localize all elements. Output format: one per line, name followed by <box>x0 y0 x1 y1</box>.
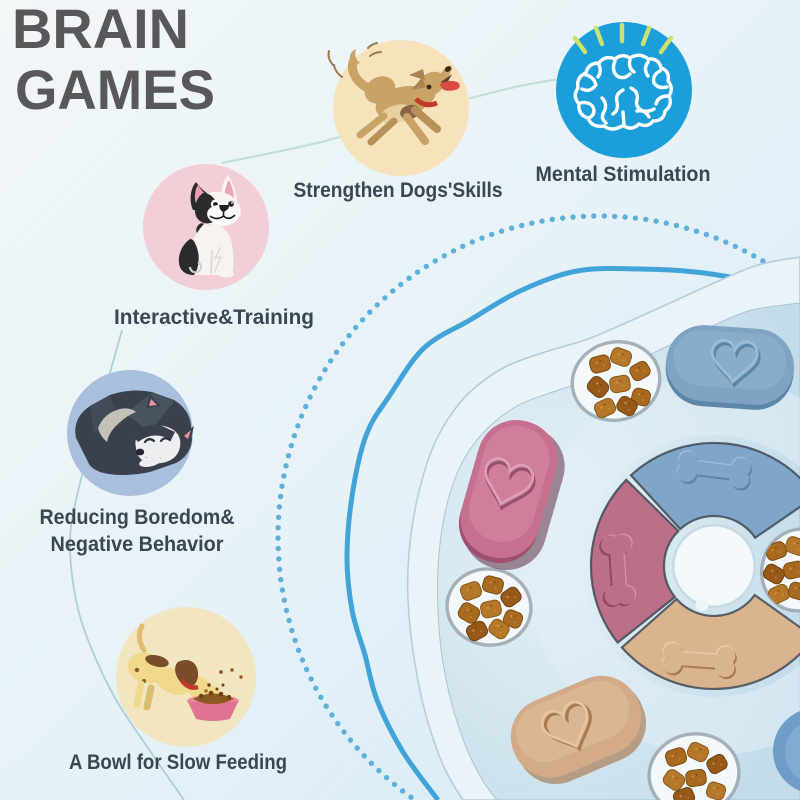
svg-text:Strengthen Dogs'Skills: Strengthen Dogs'Skills <box>294 179 503 202</box>
svg-text:GAMES: GAMES <box>15 58 215 121</box>
svg-text:Interactive&Training: Interactive&Training <box>114 306 314 329</box>
svg-text:BRAIN: BRAIN <box>12 0 189 60</box>
svg-text:A Bowl for Slow Feeding: A Bowl for Slow Feeding <box>69 751 287 774</box>
svg-text:Mental Stimulation: Mental Stimulation <box>536 163 711 186</box>
svg-text:Reducing Boredom&: Reducing Boredom& <box>40 506 235 529</box>
svg-text:Negative Behavior: Negative Behavior <box>51 533 224 556</box>
